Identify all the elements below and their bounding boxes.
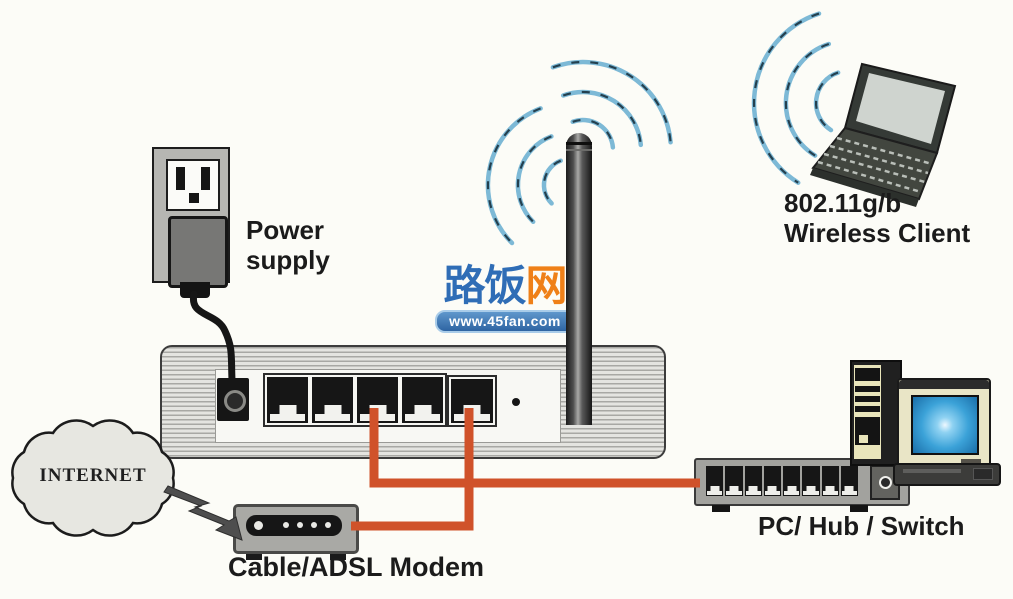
laptop-screen <box>856 73 945 144</box>
switch-port-7 <box>821 466 839 496</box>
watermark-brand: 路饭网 <box>430 264 580 308</box>
router-wan-port <box>447 375 497 427</box>
wireless-client-label-line1: 802.11g/b <box>784 188 902 218</box>
drive-bay <box>855 396 880 402</box>
pc-hub-switch-label: PC/ Hub / Switch <box>758 511 965 541</box>
modem-foot <box>330 554 346 560</box>
power-adapter <box>168 216 228 288</box>
router-lan-port-1 <box>267 377 308 423</box>
wireless-client-label: 802.11g/b Wireless Client <box>784 188 970 248</box>
switch-foot <box>712 505 730 512</box>
keyboard-keys <box>903 469 961 473</box>
power-supply-label: Power supply <box>246 215 330 275</box>
switch-foot <box>850 505 868 512</box>
switch-port-3 <box>744 466 762 496</box>
laptop-keys <box>817 136 933 194</box>
pc-hub-switch <box>694 458 910 512</box>
outlet-ground-slot <box>189 193 199 203</box>
outlet-slot-left <box>176 167 185 190</box>
cable-adsl-modem <box>233 504 359 560</box>
watermark: 路饭网 www.45fan.com <box>430 264 580 333</box>
wan-rj45 <box>451 379 493 423</box>
outlet-slot-right <box>201 167 210 190</box>
drive-bay <box>855 406 880 412</box>
laptop-wireless-client <box>810 62 957 207</box>
router-reset-button <box>512 398 520 406</box>
modem-front-panel <box>246 515 342 536</box>
wifi-signal-arcs-antenna-left <box>485 106 563 246</box>
switch-port-5 <box>783 466 801 496</box>
power-jack-ring <box>224 390 246 412</box>
keyboard-block <box>973 468 993 480</box>
drive-bay-button <box>859 435 868 443</box>
pc-monitor <box>897 378 991 470</box>
router-power-jack <box>217 378 249 421</box>
watermark-brand-blue: 路饭 <box>443 262 526 309</box>
internet-label: INTERNET <box>39 465 147 486</box>
monitor-top-edge <box>899 380 989 389</box>
switch-port-1 <box>706 466 724 496</box>
watermark-url-banner: www.45fan.com <box>435 310 575 333</box>
switch-port-8 <box>840 466 858 496</box>
modem-led <box>311 522 317 528</box>
lightning-arrow-icon <box>163 485 243 541</box>
modem-label: Cable/ADSL Modem <box>228 552 485 582</box>
router-antenna <box>566 133 592 425</box>
router-lan-port-3 <box>357 377 398 423</box>
wifi-signal-arcs-laptop <box>751 11 841 185</box>
router-lan-port-4 <box>402 377 443 423</box>
switch-port-6 <box>802 466 820 496</box>
pc-tower <box>850 360 902 466</box>
pc-keyboard <box>893 463 1001 486</box>
drive-bay <box>855 368 880 381</box>
modem-led <box>325 522 331 528</box>
switch-port-4 <box>763 466 781 496</box>
laptop-lid <box>843 62 957 155</box>
router-lan-ports <box>263 373 447 427</box>
power-adapter-neck <box>180 282 210 298</box>
drive-bay <box>855 386 880 392</box>
modem-power-led <box>254 521 263 530</box>
power-supply-label-line1: Power <box>246 215 325 245</box>
switch-port-2 <box>725 466 743 496</box>
switch-ports <box>705 466 859 496</box>
power-supply-label-line2: supply <box>246 245 330 275</box>
modem-foot <box>246 554 262 560</box>
monitor-badge <box>961 459 981 463</box>
antenna-ring <box>566 142 592 145</box>
watermark-brand-orange: 网 <box>525 262 568 309</box>
wireless-client-label-line2: Wireless Client <box>784 218 971 248</box>
monitor-screen <box>911 395 979 455</box>
wall-outlet-face <box>166 159 220 211</box>
modem-led <box>297 522 303 528</box>
pc-tower-front <box>854 365 881 459</box>
antenna-ring <box>566 149 592 151</box>
switch-power-ring <box>879 476 892 489</box>
router-lan-port-2 <box>312 377 353 423</box>
modem-led <box>283 522 289 528</box>
